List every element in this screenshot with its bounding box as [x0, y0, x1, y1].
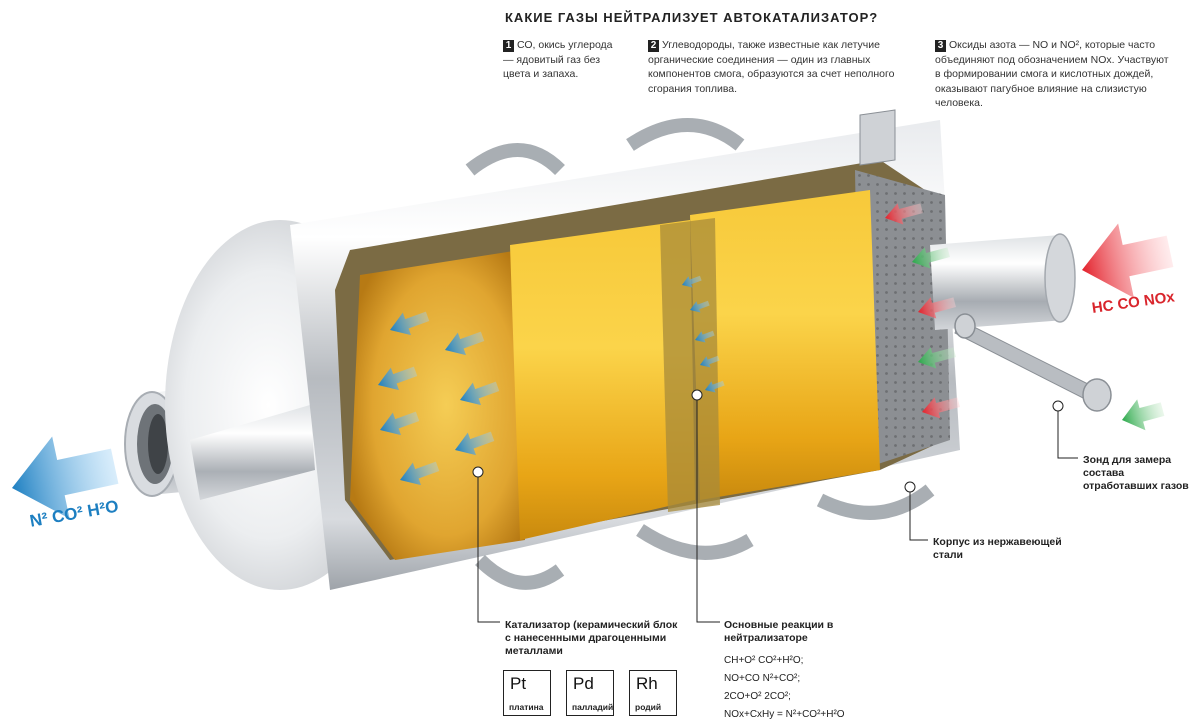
green-arrow — [918, 347, 956, 369]
flow-arrow — [695, 330, 715, 343]
point-number: 3 — [935, 40, 946, 52]
flow-arrow — [700, 355, 720, 368]
flow-arrow — [445, 331, 485, 356]
flow-arrow — [390, 311, 430, 336]
metal-symbol: Pd — [573, 674, 594, 693]
flow-arrows-inlet — [885, 203, 960, 419]
flow-arrow — [460, 381, 500, 406]
flow-arrow — [378, 366, 418, 391]
red-arrow — [918, 297, 956, 319]
flow-arrow — [690, 300, 710, 313]
flow-arrow — [705, 380, 725, 393]
reaction-item: NOx+CxHy = N²+CO²+H²O — [724, 709, 845, 720]
clamp-rings — [465, 118, 935, 590]
metal-palladium: Pd палладий — [566, 670, 614, 716]
point-number: 1 — [503, 40, 514, 52]
page-title: КАКИЕ ГАЗЫ НЕЙТРАЛИЗУЕТ АВТОКАТАЛИЗАТОР? — [505, 10, 879, 25]
leader-lines — [472, 389, 1078, 623]
metal-symbol: Pt — [510, 674, 527, 693]
flow-arrows-outlet — [378, 275, 725, 486]
probe-label: Зонд для замера состава отработавших газ… — [1083, 454, 1189, 492]
inlet-big-arrow — [1082, 223, 1174, 298]
point-number: 2 — [648, 40, 659, 52]
inlet-green-arrow — [1122, 399, 1165, 431]
flow-arrow — [380, 411, 420, 436]
flow-arrow — [682, 275, 702, 288]
reaction-item: CH+O² CO²+H²O; — [724, 655, 804, 666]
flow-arrow — [400, 461, 440, 486]
flow-arrow — [455, 431, 495, 456]
metal-rhodium: Rh родий — [629, 670, 677, 716]
point-text: СО, окись углерода — ядовитый газ без цв… — [503, 39, 613, 80]
reactions-title: Основные реакции в нейтрализаторе — [724, 619, 834, 644]
metal-name: родий — [635, 702, 662, 712]
outlet-big-arrow — [12, 436, 119, 519]
catalyst-label: Катализатор (керамический блок с нанесен… — [505, 619, 678, 657]
metal-name: платина — [509, 702, 544, 712]
reaction-item: 2CO+O² 2CO²; — [724, 691, 791, 702]
green-arrow — [912, 247, 950, 269]
inlet-pipe — [930, 233, 1076, 330]
metal-platinum: Pt платина — [503, 670, 551, 716]
reaction-item: NO+CO N²+CO²; — [724, 673, 801, 684]
metal-name: палладий — [572, 702, 614, 712]
metal-symbol: Rh — [636, 674, 658, 693]
housing-label: Корпус из нержавеющей стали — [933, 536, 1062, 561]
red-arrow — [885, 203, 923, 225]
sensor-probe — [859, 109, 1112, 412]
reactions-list: CH+O² CO²+H²O; NO+CO N²+CO²; 2CO+O² 2CO²… — [724, 652, 845, 724]
red-arrow — [922, 397, 960, 419]
point-text: Углеводороды, также известные как летучи… — [648, 39, 895, 95]
point-text: Оксиды азота — NO и NO², которые часто о… — [935, 39, 1169, 109]
